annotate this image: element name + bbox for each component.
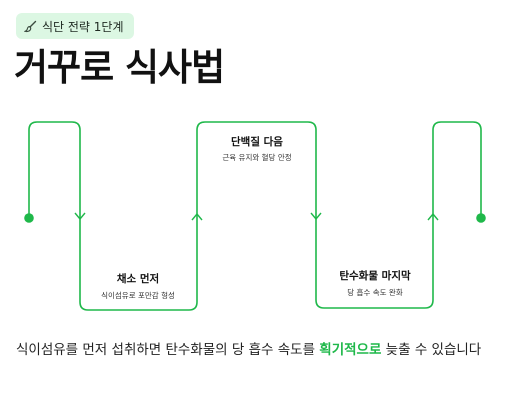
step-1-desc: 식이섬유로 포만감 형성	[101, 291, 175, 300]
caption-highlight: 획기적으로	[319, 342, 382, 358]
down-arrow-icon	[74, 212, 86, 221]
up-arrow-icon	[427, 212, 439, 221]
caption-before: 식이섬유를 먼저 섭취하면 탄수화물의 당 흡수 속도를	[16, 342, 320, 358]
step-2-title: 단백질 다음	[231, 136, 283, 148]
step-1-title: 채소 먼저	[116, 273, 160, 285]
flow-path	[28, 121, 482, 311]
flow-start-dot	[24, 213, 34, 223]
up-arrow-icon	[191, 212, 203, 221]
page-title: 거꾸로 식사법	[14, 46, 225, 89]
step-2-desc: 근육 유지와 혈당 안정	[222, 153, 292, 162]
step-3-desc: 당 흡수 속도 완화	[347, 288, 403, 297]
category-badge: 식단 전략 1단계	[16, 13, 134, 39]
down-arrow-icon	[310, 212, 322, 221]
brush-icon	[24, 20, 37, 33]
caption-after: 늦출 수 있습니다	[381, 342, 482, 358]
badge-label: 식단 전략 1단계	[42, 19, 124, 34]
step-3-title: 탄수화물 마지막	[339, 270, 411, 282]
caption-text: 식이섬유를 먼저 섭취하면 탄수화물의 당 흡수 속도를 획기적으로 늦출 수 …	[16, 339, 496, 361]
flow-end-dot	[476, 213, 486, 223]
